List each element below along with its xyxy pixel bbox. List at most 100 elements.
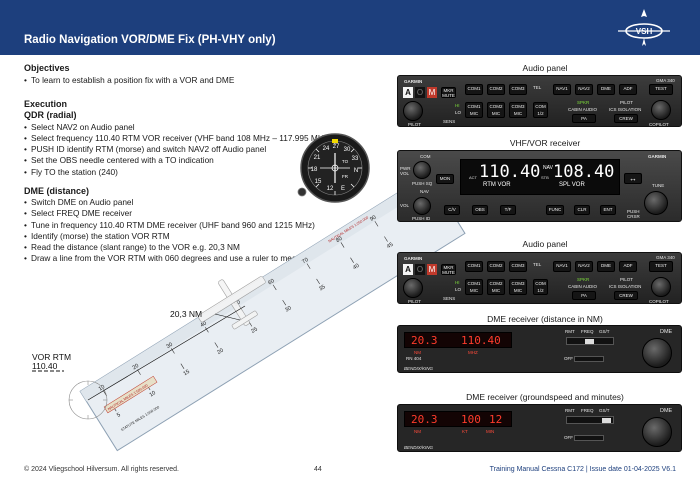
dme1-knob[interactable] bbox=[642, 338, 672, 368]
pa-button[interactable]: PA bbox=[572, 114, 596, 123]
com-volume-knob[interactable] bbox=[413, 161, 431, 179]
audio-led-a[interactable]: A bbox=[403, 87, 413, 98]
com12-button[interactable]: COM 1/2 bbox=[533, 102, 548, 118]
dme-button[interactable]: DME bbox=[597, 261, 615, 272]
pilot-label: PILOT bbox=[408, 122, 422, 127]
dme2-mode-rmt: RMT bbox=[565, 408, 575, 413]
active-frequency: 110.40 bbox=[479, 162, 541, 182]
copilot-volume-knob[interactable] bbox=[651, 100, 671, 120]
tune-knob[interactable] bbox=[644, 191, 668, 215]
test-button[interactable]: TEST bbox=[649, 261, 673, 272]
nav-volume-knob[interactable] bbox=[413, 197, 431, 215]
standby-frequency: 108.40 bbox=[553, 162, 615, 182]
func-button[interactable]: FUNC bbox=[546, 205, 564, 215]
audio-led-o[interactable]: O bbox=[415, 87, 425, 98]
audio-panel: GARMIN GMA 340 A O M MKR MUTE HI LO SENS… bbox=[397, 75, 682, 127]
dme2-mode-switch[interactable] bbox=[566, 416, 614, 424]
mon-button[interactable]: C/V bbox=[444, 205, 460, 215]
audio-panel-label-2: Audio panel bbox=[522, 239, 568, 249]
dme1-distance-unit: NM bbox=[414, 350, 421, 355]
dme2-mode-gst: GS/T bbox=[599, 408, 610, 413]
dme1-display: 20.3 110.40 bbox=[404, 332, 512, 348]
vor-station-frequency: 110.40 bbox=[32, 361, 58, 371]
copilot-label: COPILOT bbox=[649, 122, 669, 127]
audio-panel-2: GARMIN GMA 340 A O M MKR MUTE HI LO SENS… bbox=[397, 252, 682, 304]
com2-mic-button[interactable]: COM2 MIC bbox=[487, 102, 505, 118]
com1-mic-button[interactable]: COM1 MIC bbox=[465, 279, 483, 295]
mon-toggle-button[interactable]: MON bbox=[436, 174, 454, 184]
pilot-volume-knob[interactable] bbox=[403, 101, 423, 121]
dme2-power-switch[interactable] bbox=[574, 435, 604, 441]
logo-text: VSH bbox=[636, 27, 653, 36]
obs-button[interactable]: OBS bbox=[472, 205, 488, 215]
com12-button[interactable]: COM 1/2 bbox=[533, 279, 548, 295]
com3-mic-button[interactable]: COM3 MIC bbox=[509, 279, 527, 295]
dme1-mode-switch[interactable] bbox=[566, 337, 614, 345]
audio-led-m[interactable]: M bbox=[427, 264, 437, 275]
ruler-scale-text: NAUTICAL MILES 1:500.000 bbox=[107, 383, 148, 411]
dme2-knob[interactable] bbox=[642, 417, 672, 447]
audio-led-a[interactable]: A bbox=[403, 264, 413, 275]
dme2-mode-freq: FREQ bbox=[581, 408, 594, 413]
dme2-distance-unit: NM bbox=[414, 429, 421, 434]
cabin-audio-label: CABIN AUDIO bbox=[568, 107, 598, 112]
ruler-tick-label: 10 bbox=[98, 384, 106, 392]
clr-button[interactable]: CLR bbox=[574, 205, 590, 215]
marker-mute-button[interactable]: MKR MUTE bbox=[441, 264, 456, 275]
nav1-button[interactable]: NAV1 bbox=[553, 261, 571, 272]
aircraft-icon bbox=[197, 276, 266, 330]
marker-mute-button[interactable]: MKR MUTE bbox=[441, 87, 456, 98]
dme1-power-switch[interactable] bbox=[574, 356, 604, 362]
crew-button[interactable]: CREW bbox=[614, 291, 638, 300]
tf-button[interactable]: T/F bbox=[500, 205, 516, 215]
com3-button[interactable]: COM3 bbox=[509, 84, 527, 95]
dme2-brand: BENDIX/KING bbox=[404, 445, 434, 450]
lo-label: LO bbox=[455, 287, 462, 292]
list-item: Identify (morse) the station VOR RTM bbox=[24, 231, 384, 242]
list-item: To learn to establish a position fix wit… bbox=[24, 75, 384, 86]
objectives-heading: Objectives bbox=[24, 63, 70, 73]
com1-button[interactable]: COM1 bbox=[465, 261, 483, 272]
nav2-button[interactable]: NAV2 bbox=[575, 261, 593, 272]
dme2-groundspeed-unit: KT bbox=[462, 429, 468, 434]
tel-label: TEL bbox=[533, 85, 542, 90]
dme-list: Switch DME on Audio panel Select FREQ DM… bbox=[24, 197, 384, 264]
crew-button[interactable]: CREW bbox=[614, 114, 638, 123]
dme1-frequency: 110.40 bbox=[461, 334, 501, 347]
pilot-volume-knob[interactable] bbox=[403, 278, 423, 298]
pa-button[interactable]: PA bbox=[572, 291, 596, 300]
execution-heading: Execution bbox=[24, 98, 68, 109]
vhf-com-label: COM bbox=[420, 154, 431, 159]
com3-button[interactable]: COM3 bbox=[509, 261, 527, 272]
dme-button[interactable]: DME bbox=[597, 84, 615, 95]
cabin-audio-label: CABIN AUDIO bbox=[568, 284, 598, 289]
frequency-swap-button[interactable]: ↔ bbox=[624, 173, 642, 184]
com3-mic-button[interactable]: COM3 MIC bbox=[509, 102, 527, 118]
ent-button[interactable]: ENT bbox=[600, 205, 616, 215]
audio-led-o[interactable]: O bbox=[415, 264, 425, 275]
nav1-button[interactable]: NAV1 bbox=[553, 84, 571, 95]
dme-receiver-groundspeed: 20.3 100 12 NM KT MIN RMT FREQ GS/T OFF … bbox=[397, 404, 682, 452]
com1-button[interactable]: COM1 bbox=[465, 84, 483, 95]
com1-mic-button[interactable]: COM1 MIC bbox=[465, 102, 483, 118]
test-button[interactable]: TEST bbox=[649, 84, 673, 95]
ruler-tick-label: 10 bbox=[149, 390, 157, 398]
dme1-title: DME bbox=[660, 329, 673, 335]
tel-label: TEL bbox=[533, 262, 542, 267]
ruler-tick-label: 20 bbox=[216, 348, 224, 356]
list-item: PUSH ID identify RTM (morse) and switch … bbox=[24, 144, 384, 155]
vhf-tune-label: TUNE bbox=[652, 183, 665, 188]
audio-led-m[interactable]: M bbox=[427, 87, 437, 98]
com2-mic-button[interactable]: COM2 MIC bbox=[487, 279, 505, 295]
vhf-nav-label: NAV bbox=[420, 189, 429, 194]
com2-button[interactable]: COM2 bbox=[487, 261, 505, 272]
copilot-volume-knob[interactable] bbox=[651, 277, 671, 297]
nav2-button[interactable]: NAV2 bbox=[575, 84, 593, 95]
audio-model: GMA 340 bbox=[656, 78, 675, 83]
adf-button[interactable]: ADF bbox=[619, 84, 637, 95]
adf-button[interactable]: ADF bbox=[619, 261, 637, 272]
active-prefix: ACT bbox=[469, 175, 477, 180]
sens-label: SENS bbox=[443, 119, 456, 124]
dme2-groundspeed: 100 bbox=[461, 413, 481, 426]
com2-button[interactable]: COM2 bbox=[487, 84, 505, 95]
